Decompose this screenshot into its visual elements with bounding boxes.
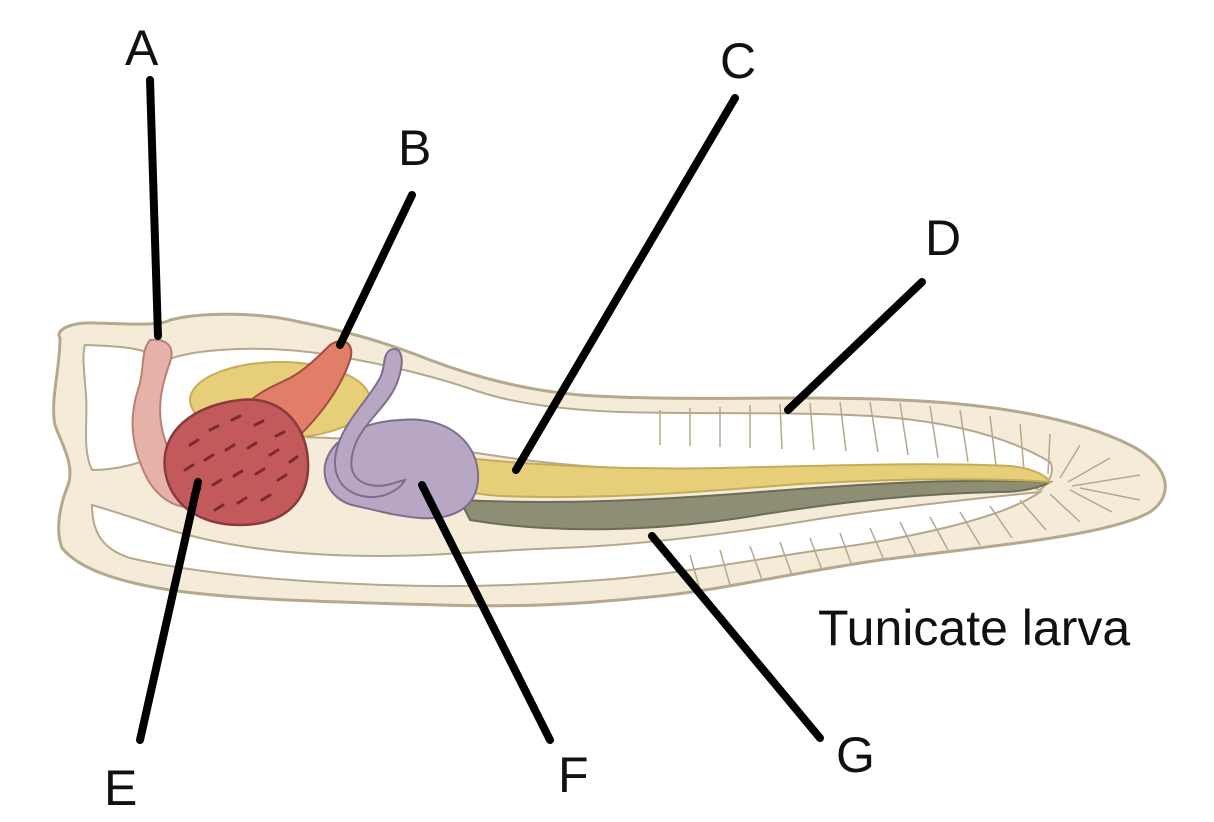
leader-line-f (418, 481, 554, 744)
leader-line-e (136, 478, 202, 744)
label-f: F (558, 747, 589, 803)
pharynx (163, 398, 310, 527)
label-c: C (720, 33, 756, 89)
diagram-caption: Tunicate larva (818, 600, 1130, 656)
leader-line-g (648, 532, 824, 742)
label-a: A (125, 20, 159, 76)
tail-fin-rays-upper (659, 401, 1141, 487)
leader-line-b (336, 191, 416, 349)
label-b: B (398, 120, 431, 176)
gut-tube (334, 348, 407, 498)
label-e: E (104, 760, 137, 816)
notochord (439, 453, 1052, 499)
leader-line-a (146, 76, 162, 340)
leader-line-d (784, 278, 926, 414)
tail-fin-rays-lower (689, 487, 1141, 591)
label-g: G (836, 727, 875, 783)
inner-cavity-lower (90, 490, 1044, 588)
label-d: D (925, 210, 961, 266)
pharynx-stigmata (183, 414, 299, 512)
nerve-cord (458, 479, 1054, 531)
leader-line-c (512, 94, 739, 474)
